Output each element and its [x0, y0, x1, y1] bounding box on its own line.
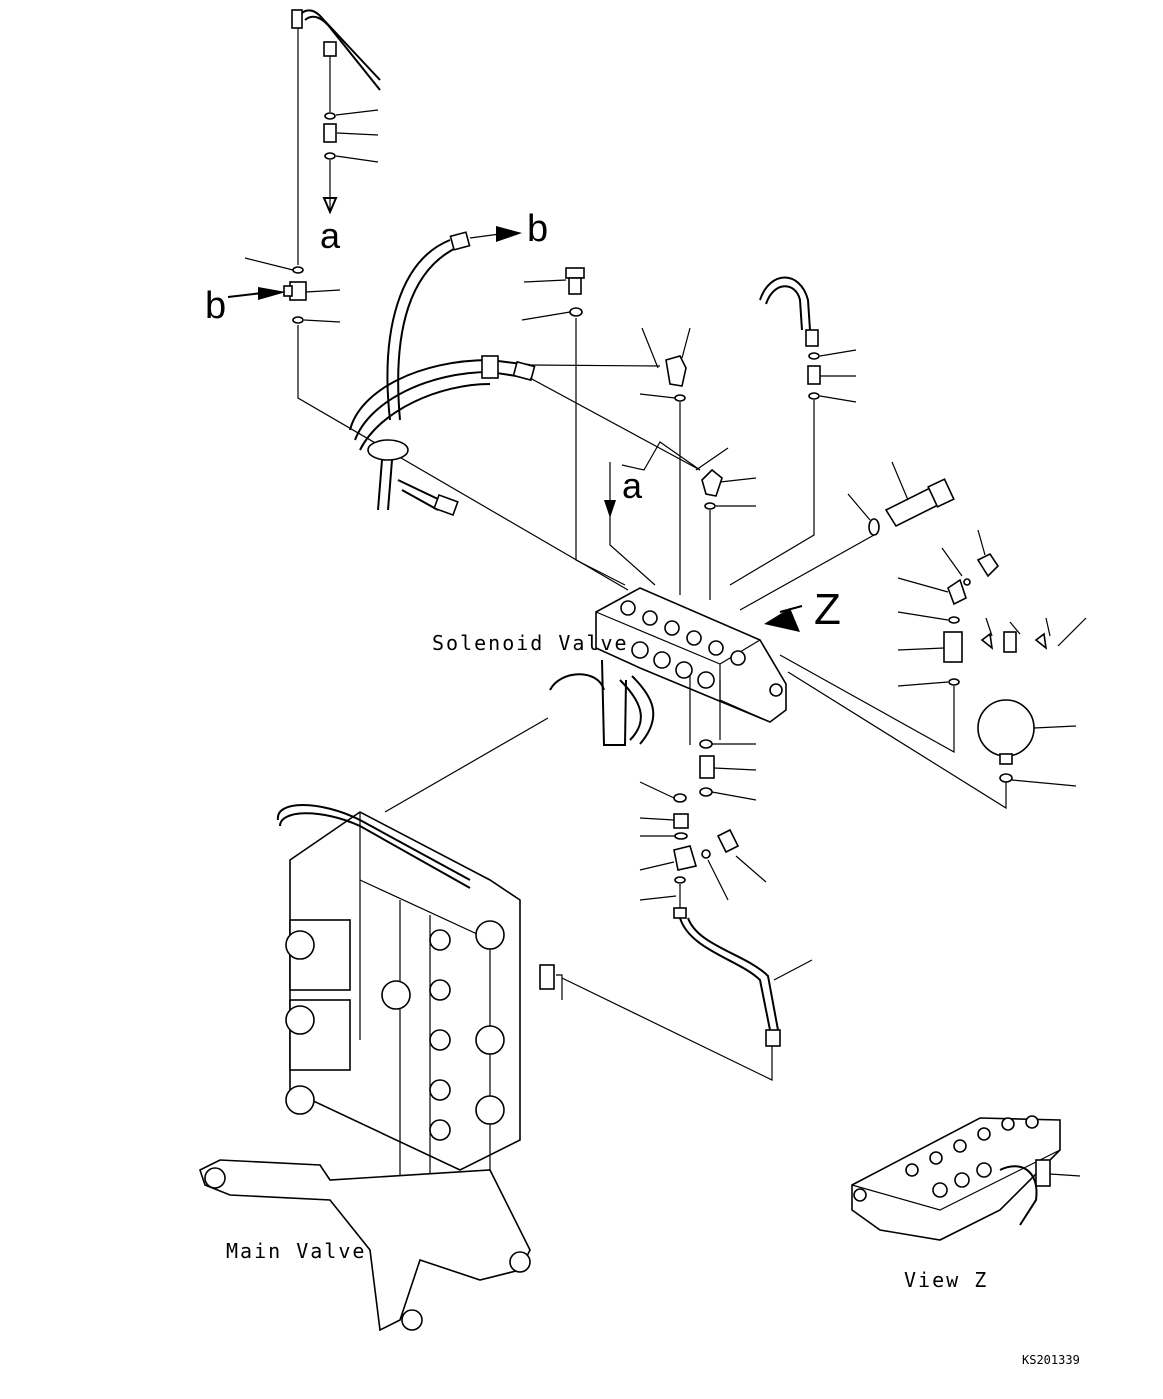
accumulator-assembly	[787, 671, 1077, 810]
marker-b-left: b	[205, 285, 226, 327]
solenoid-valve-label: Solenoid Valve	[432, 631, 629, 655]
top-hose-assembly	[291, 9, 381, 265]
main-valve-label: Main Valve	[226, 1239, 366, 1263]
plug-fittings	[521, 267, 757, 600]
main-valve-assembly	[199, 804, 563, 1332]
tee-fitting-assembly	[227, 257, 629, 591]
right-upper-hose	[729, 276, 857, 586]
view-z-label: View Z	[904, 1268, 988, 1292]
solenoid-valve-block	[549, 587, 787, 746]
view-z-inset	[851, 1115, 1081, 1241]
marker-a-top: a	[320, 215, 341, 256]
marker-b-right: b	[527, 208, 548, 250]
hose-bundle	[349, 226, 701, 517]
marker-z: Z	[814, 585, 841, 634]
drawing-id: KS201339	[1022, 1353, 1080, 1367]
marker-a-center: a	[622, 465, 643, 506]
z-arrow	[764, 608, 800, 632]
bolt-assembly	[739, 461, 1087, 754]
leader-line	[384, 717, 549, 813]
lower-fittings	[561, 739, 813, 1081]
